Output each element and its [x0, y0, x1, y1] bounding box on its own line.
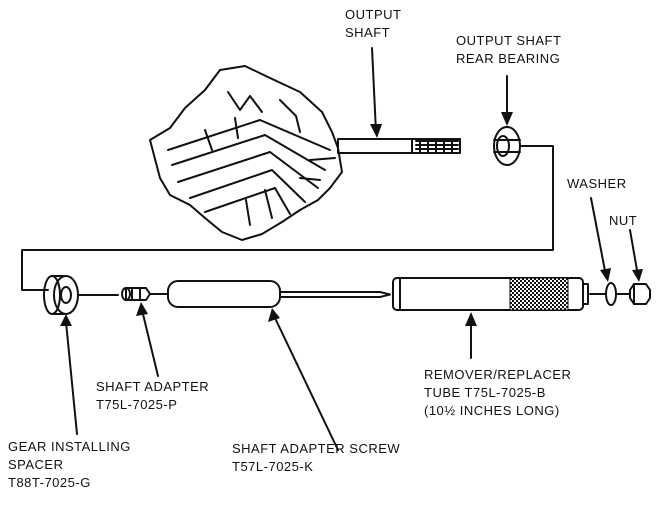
- leader-shaft-adapter: [141, 309, 159, 377]
- arrowhead-nut: [632, 269, 643, 282]
- arrowhead-remover-tube: [465, 312, 477, 326]
- label-rear-bearing: OUTPUT SHAFT REAR BEARING: [456, 33, 562, 66]
- label-gear-spacer: GEAR INSTALLING SPACER T88T-7025-G: [8, 439, 131, 490]
- arrowhead-output-shaft: [370, 124, 382, 138]
- washer-part: [605, 282, 617, 306]
- leader-nut: [629, 229, 639, 277]
- leader-adapter-screw: [274, 317, 339, 451]
- arrowhead-gear-spacer: [60, 314, 72, 326]
- arrowhead-rear-bearing: [501, 112, 513, 126]
- label-washer: WASHER: [567, 176, 627, 191]
- label-shaft-adapter: SHAFT ADAPTER T75L-7025-P: [96, 379, 210, 412]
- transmission-housing: [149, 65, 343, 241]
- knurled-grip: [509, 277, 569, 311]
- output-shaft: [337, 138, 461, 154]
- output-shaft-rear-bearing: [493, 126, 521, 166]
- label-remover-tube: REMOVER/REPLACER TUBE T75L-7025-B (10½ I…: [424, 367, 572, 418]
- gear-installing-spacer: [43, 275, 79, 315]
- shaft-adapter: [121, 287, 151, 301]
- remover-replacer-tube: [392, 277, 589, 311]
- shaft-adapter-screw: [167, 280, 391, 308]
- arrowhead-adapter-screw: [268, 308, 280, 322]
- label-nut: NUT: [609, 213, 638, 228]
- arrowhead-washer: [600, 268, 611, 282]
- leader-washer: [590, 197, 607, 277]
- label-output-shaft: OUTPUT SHAFT: [345, 7, 402, 40]
- leader-output-shaft: [371, 47, 377, 133]
- leader-gear-spacer: [65, 321, 78, 435]
- assembly-path-line: [21, 145, 554, 291]
- label-adapter-screw: SHAFT ADAPTER SCREW T57L-7025-K: [232, 441, 401, 474]
- nut-part: [629, 283, 651, 305]
- arrowhead-shaft-adapter: [136, 302, 148, 316]
